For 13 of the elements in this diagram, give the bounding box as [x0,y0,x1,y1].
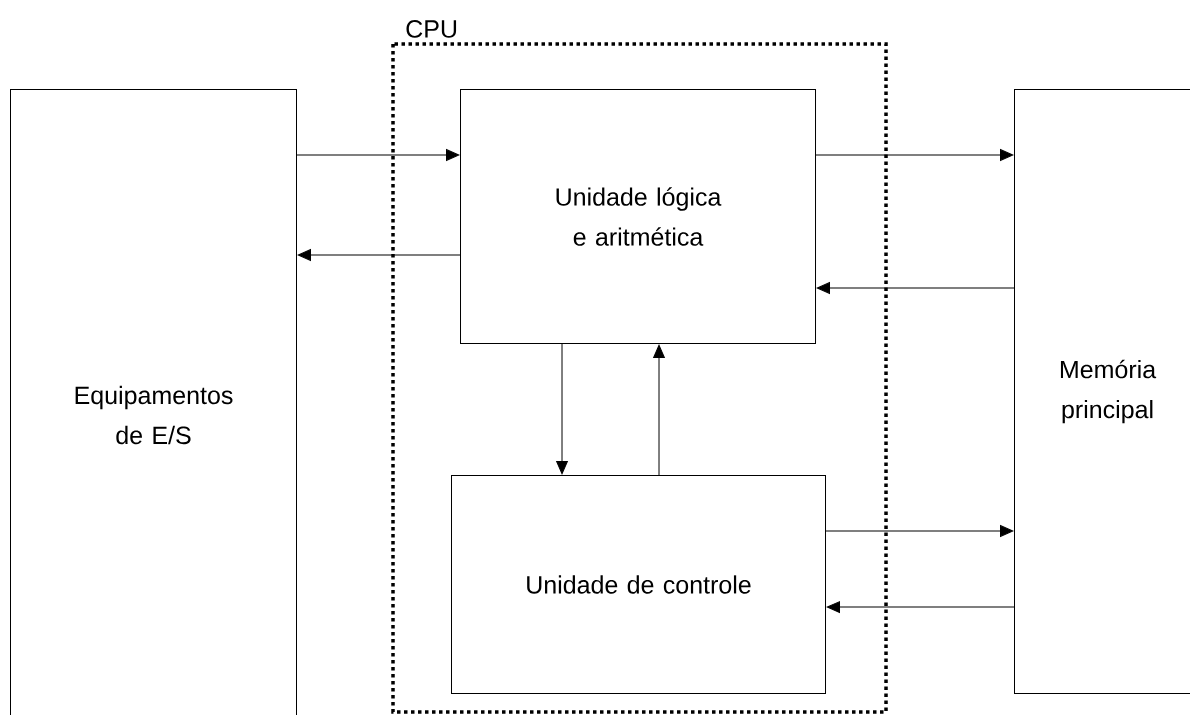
unit-box: Unidade lógica e aritmética [460,89,816,344]
arrow [826,601,1015,613]
arrow [825,525,1014,537]
arrow [296,149,460,161]
arrow [556,343,568,475]
arrow [653,344,665,476]
unit-box: Unidade de controle [451,475,826,694]
arrow [815,149,1014,161]
arrow [816,282,1015,294]
memory-box: Memória principal [1014,89,1190,694]
arrow [297,249,461,261]
frame-title: CPU [406,20,457,38]
device-box: Equipamentos de E/S [10,89,297,715]
